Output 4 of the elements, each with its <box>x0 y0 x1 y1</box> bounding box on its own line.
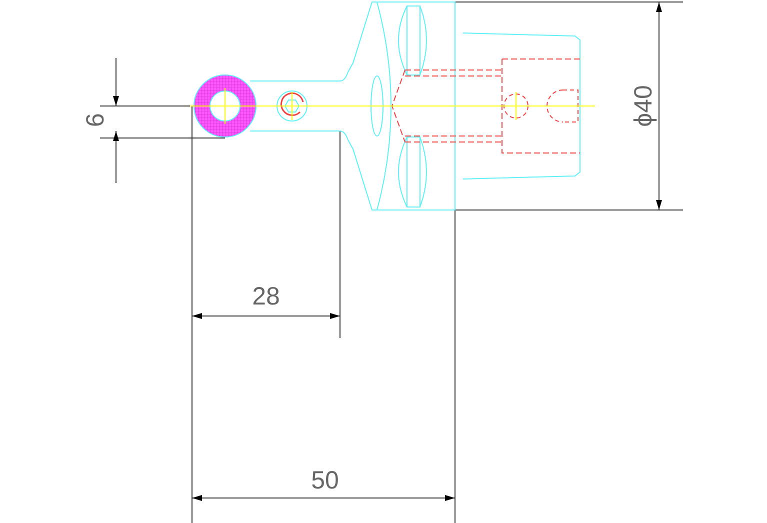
dimension-value: ϕ40 <box>632 85 656 127</box>
dimension-value: 50 <box>311 468 339 494</box>
dimension-value: 28 <box>252 284 280 310</box>
dimension-value: 6 <box>84 113 108 127</box>
